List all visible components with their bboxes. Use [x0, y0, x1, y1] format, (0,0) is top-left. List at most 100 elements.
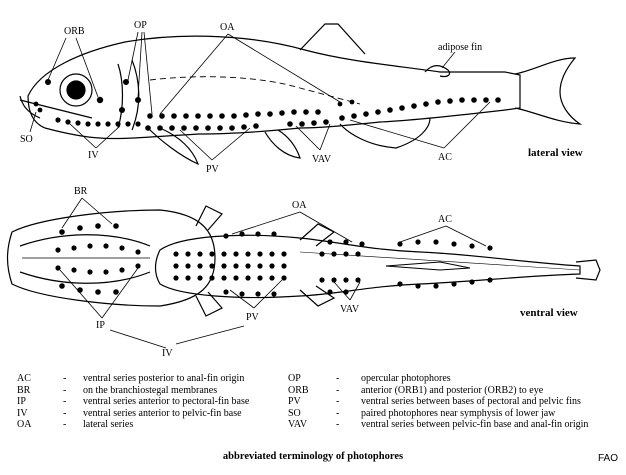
lateral-dorsal-fin — [299, 23, 366, 55]
op-photophore — [135, 97, 141, 103]
label-so: SO — [20, 134, 33, 145]
legend-right: OP - opercular photophores ORB - anterior (O… — [288, 373, 624, 431]
lateral-jaw-line — [19, 99, 93, 119]
lateral-lower-jaw — [19, 95, 41, 119]
legend-row: AC - ventral series posterior to anal-fin … — [17, 373, 297, 385]
label-ip: IP — [96, 320, 105, 331]
ventral-pectoral-fin-top — [195, 205, 223, 231]
legend-row: PV-ventral series between bases of pecto… — [288, 396, 624, 408]
lateral-photophores — [33, 79, 501, 131]
legend-abbr: OP — [288, 373, 301, 384]
ventral-photophores — [55, 223, 493, 297]
lateral-eye-outer — [59, 73, 93, 107]
legend-desc: lateral series — [83, 419, 134, 431]
legend-dash: - — [63, 396, 67, 408]
label-oa-lateral: OA — [220, 22, 235, 33]
label-ac-ventral: AC — [438, 214, 452, 225]
legend-abbr: IV — [17, 407, 28, 419]
ventral-head-outline — [6, 209, 216, 307]
legend-abbr: BR — [17, 384, 31, 396]
label-adipose-fin: adipose fin — [438, 42, 482, 53]
label-iv-ventral: IV — [162, 348, 173, 359]
ventral-pelvic-fin-bottom — [299, 285, 336, 307]
legend-desc: paired photophores near symphysis of low… — [361, 407, 556, 419]
legend-abbr: SO — [288, 407, 301, 419]
ventral-jaw-lower — [19, 271, 151, 284]
lateral-fish — [19, 23, 583, 166]
figure-caption: abbreviated terminology of photophores — [222, 451, 404, 462]
photophore-diagram: ORB OP OA adipose fin SO IV PV VAV AC la… — [6, 20, 601, 359]
legend-abbr: PV — [288, 396, 301, 408]
lateral-anal-fin — [339, 117, 431, 149]
legend-dash: - — [63, 407, 67, 419]
lateral-line — [149, 76, 361, 105]
legend-left: AC - ventral series posterior to anal-fin … — [17, 373, 297, 431]
label-op: OP — [134, 20, 147, 31]
legend-dash: - — [63, 384, 67, 396]
lateral-preoperculum — [117, 63, 124, 129]
label-orb: ORB — [64, 26, 85, 37]
ventral-midline — [299, 251, 581, 271]
ventral-jaw-upper — [19, 234, 151, 247]
lateral-body-outline — [27, 35, 521, 140]
legend-dash: - — [336, 384, 340, 396]
lateral-adipose-fin — [424, 65, 451, 78]
legend-desc: anterior (ORB1) and posterior (ORB2) to … — [361, 384, 544, 396]
lateral-caudal-fin — [514, 57, 583, 125]
legend-dash: - — [336, 373, 340, 384]
legend-row: VAV - ventral series between pelvic-fin ba… — [288, 419, 624, 431]
so-photophore — [37, 107, 43, 113]
lateral-pectoral-fin — [147, 127, 200, 166]
ventral-caudal-fin — [575, 259, 601, 281]
orb1-photophore — [45, 79, 51, 85]
legend-desc: ventral series posterior to anal-fin ori… — [83, 373, 245, 384]
legend-row: IP - ventral series anterior to pectoral-f… — [17, 396, 297, 408]
ventral-body-outline — [154, 234, 581, 299]
label-lateral-view: lateral view — [528, 147, 583, 159]
orb2-photophore — [96, 96, 104, 104]
legend-abbr: OA — [17, 419, 32, 431]
label-vav-ventral: VAV — [340, 304, 360, 315]
legend-desc: on the branchiostegal membranes — [83, 384, 218, 396]
label-vav-lateral: VAV — [312, 154, 332, 165]
label-br: BR — [74, 186, 88, 197]
legend-row: SO - paired photophores near symphysis of … — [288, 408, 624, 420]
ventral-pelvic-fin-top — [299, 223, 336, 247]
legend-abbr: VAV — [288, 419, 308, 431]
legend-abbr: ORB — [288, 384, 309, 396]
legend-desc: ventral series anterior to pectoral-fin … — [83, 396, 250, 408]
legend-row: IV - ventral series anterior to pelvic-fin… — [17, 408, 297, 420]
label-oa-ventral: OA — [292, 200, 307, 211]
lateral-operculum — [131, 59, 140, 131]
legend-dash: - — [336, 396, 340, 408]
label-iv-lateral: IV — [88, 150, 99, 161]
legend-row: ORB - anterior (ORB1) and posterior (ORB2)… — [288, 385, 624, 397]
lateral-eye-pupil — [66, 80, 86, 100]
op-photophore — [123, 79, 129, 85]
label-ac-lateral: AC — [438, 152, 452, 163]
credit-fao: FAO — [597, 453, 618, 464]
legend-row: OA - lateral series — [17, 419, 297, 431]
legend-desc: ventral series anterior to pelvic-fin ba… — [83, 407, 242, 419]
legend-desc: ventral series between pelvic-fin base a… — [361, 419, 589, 431]
so-photophore — [33, 101, 39, 107]
legend-dash: - — [336, 407, 340, 419]
ventral-leader-lines — [59, 197, 487, 349]
legend-dash: - — [63, 419, 67, 431]
legend-row: OP - opercular photophores — [288, 373, 624, 385]
ventral-pectoral-fin-bottom — [195, 291, 223, 317]
label-ventral-view: ventral view — [520, 307, 578, 319]
ventral-anal-fin — [385, 261, 471, 271]
legend-dash: - — [336, 419, 340, 431]
ventral-fish — [6, 205, 601, 317]
legend-row: BR - on the branchiostegal membranes — [17, 385, 297, 397]
lateral-pelvic-fin — [264, 129, 301, 159]
op-photophore — [119, 107, 125, 113]
label-pv-ventral: PV — [246, 312, 260, 323]
legend-abbr: IP — [17, 396, 26, 408]
legend-dash: - — [63, 373, 67, 384]
label-pv-lateral: PV — [206, 164, 220, 175]
legend-desc: opercular photophores — [361, 373, 451, 384]
legend-abbr: AC — [17, 373, 31, 384]
lateral-leader-lines — [29, 31, 491, 161]
